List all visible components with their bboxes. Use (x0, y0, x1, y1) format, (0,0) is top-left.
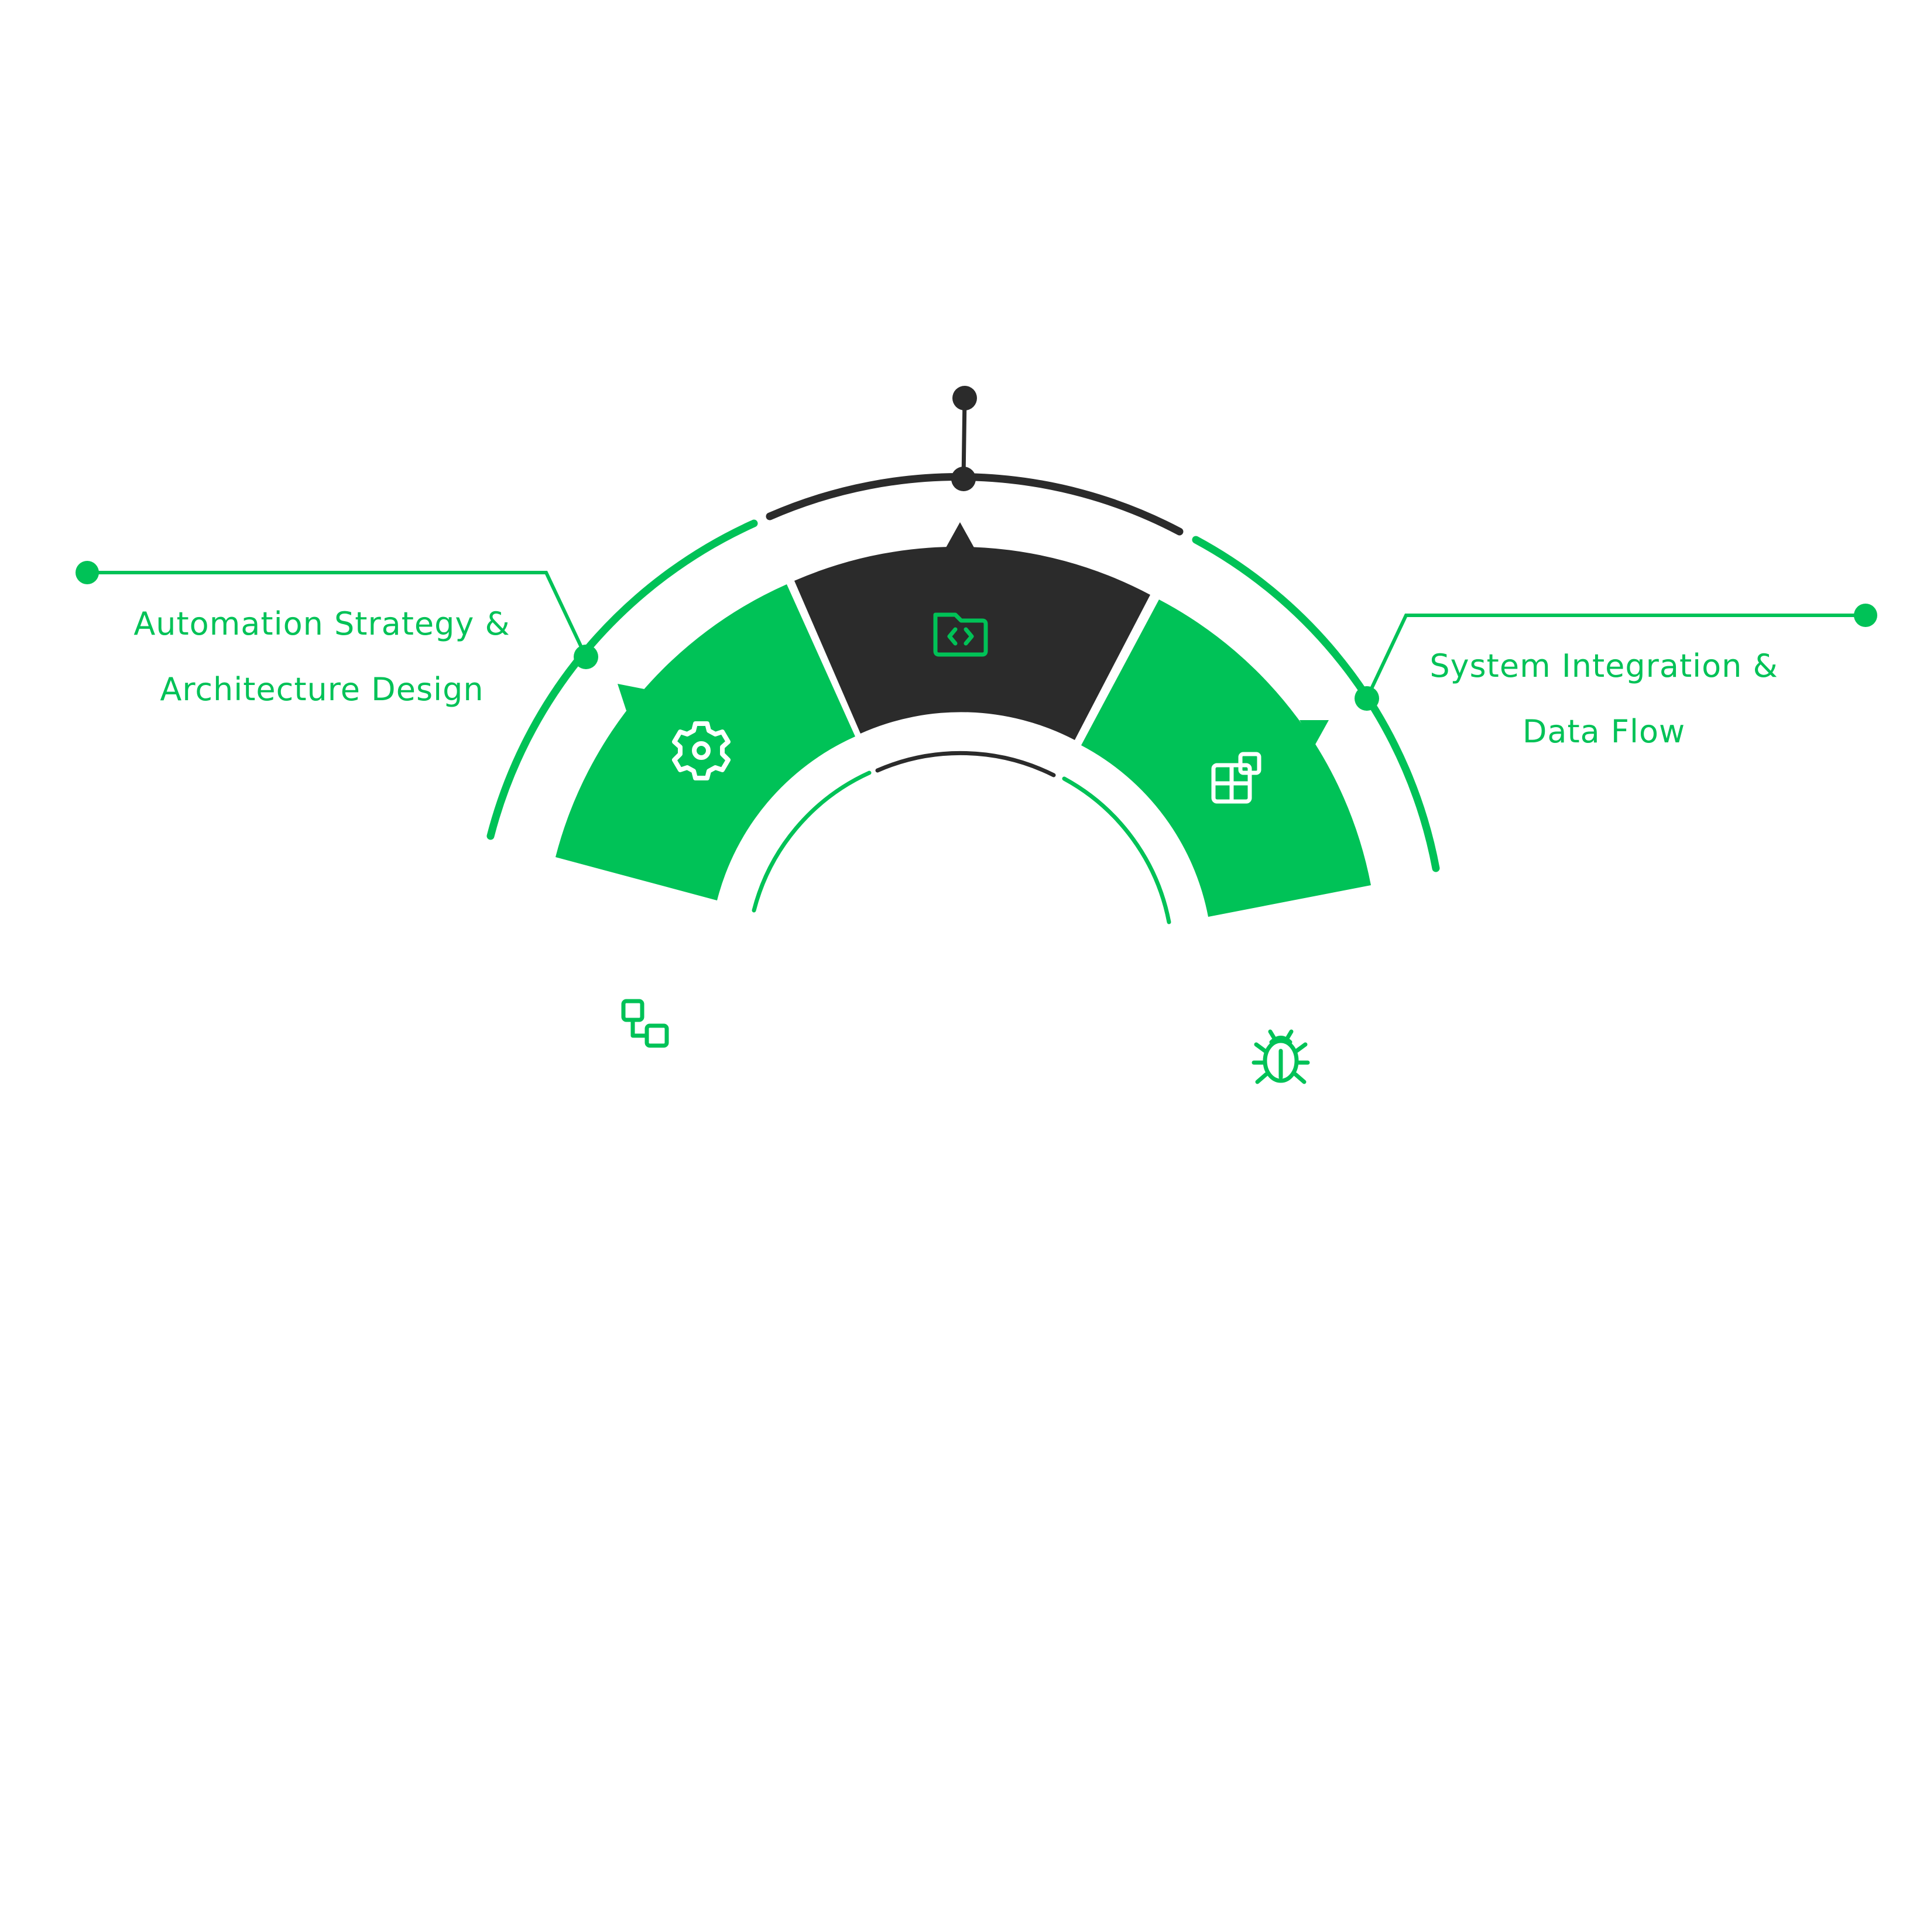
label-right-line1: System Integration & (1429, 648, 1778, 684)
segment-center[interactable] (794, 546, 1150, 740)
outer-arc-right (1192, 536, 1440, 872)
outer-arc-top (766, 473, 1184, 536)
inner-arc-right (1062, 776, 1171, 924)
code-folder-icon (933, 612, 988, 657)
label-left-line2: Architecture Design (160, 671, 484, 708)
apps-grid-icon (1211, 752, 1261, 804)
label-right-line2: Data Flow (1522, 713, 1686, 750)
label-automation-strategy: Automation Strategy & Architecture Desig… (82, 591, 562, 722)
bug-icon (1252, 1029, 1310, 1084)
top-arc-dot (951, 467, 976, 491)
segment-right[interactable] (1081, 600, 1371, 917)
right-callout-line (1365, 614, 1866, 700)
left-arc-dot (574, 645, 598, 669)
workflow-icon (621, 999, 669, 1048)
inner-arc-top (875, 751, 1056, 777)
top-connector-line (961, 398, 967, 479)
label-left-line1: Automation Strategy & (133, 605, 510, 642)
left-callout-line (87, 571, 588, 658)
right-arc-dot (1355, 686, 1379, 711)
gear-icon (672, 721, 731, 780)
inner-arc-left (752, 770, 872, 913)
right-callout-dot (1854, 604, 1877, 627)
label-system-integration: System Integration & Data Flow (1370, 633, 1838, 765)
left-callout-dot (76, 561, 99, 584)
top-connector-dot (952, 386, 977, 410)
segment-left-arrow (618, 684, 647, 711)
segment-right-arrow (1300, 720, 1329, 746)
segment-center-arrow (945, 522, 975, 549)
